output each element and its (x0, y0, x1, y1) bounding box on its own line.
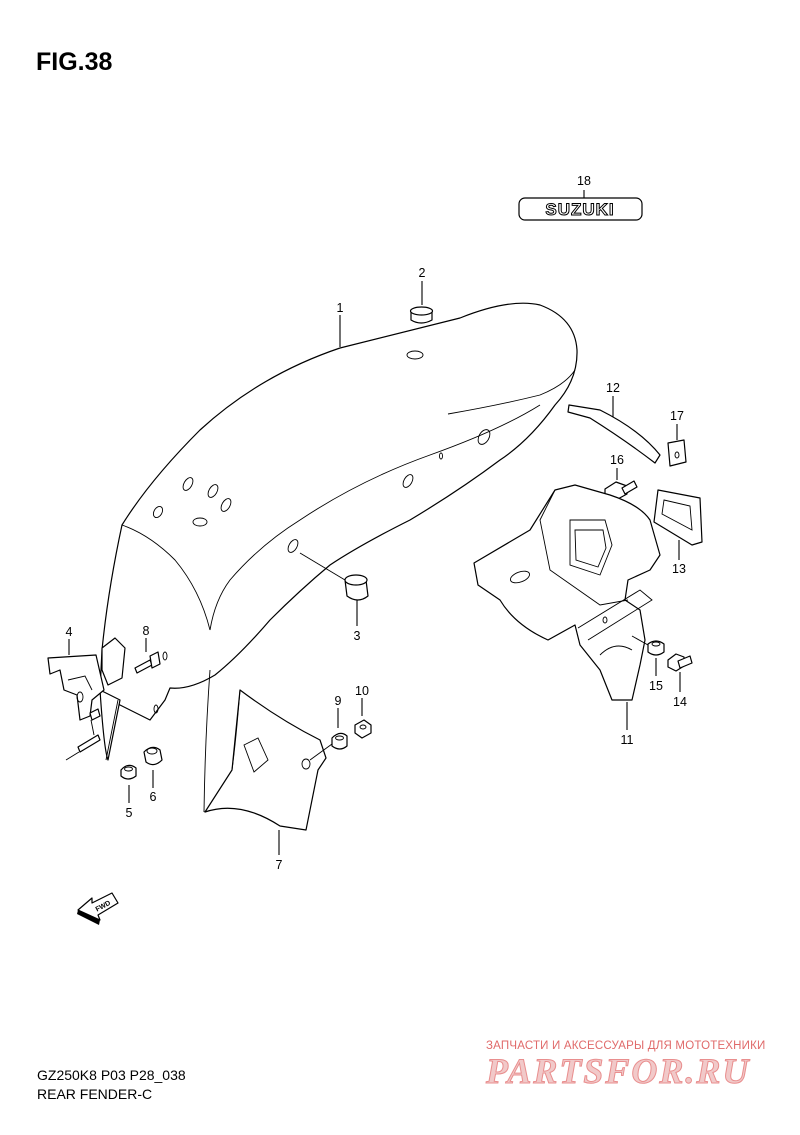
callout-10: 10 (355, 684, 369, 698)
watermark-tagline: ЗАПЧАСТИ И АКСЕССУАРЫ ДЛЯ МОТОТЕХНИКИ (486, 1040, 766, 1052)
callout-18: 18 (577, 174, 591, 188)
model-code: GZ250K8 P03 P28_038 (37, 1067, 186, 1083)
part-17-clip (667, 424, 687, 467)
callout-12: 12 (606, 381, 620, 395)
callout-14: 14 (673, 695, 687, 709)
callout-9: 9 (335, 694, 342, 708)
callout-17: 17 (670, 409, 684, 423)
part-3-rubber-grommet (299, 552, 369, 626)
callout-3: 3 (354, 629, 361, 643)
part-6-nut (143, 746, 163, 788)
part-18-emblem: SUZUKI (518, 190, 643, 221)
part-5-washer (120, 764, 137, 803)
callout-15: 15 (649, 679, 663, 693)
part-14-bolt (667, 653, 693, 692)
callout-6: 6 (150, 790, 157, 804)
callout-11: 11 (621, 733, 634, 747)
part-2-grommet (409, 281, 434, 324)
watermark-logo: PARTSFOR.RU (486, 1051, 751, 1092)
part-4-bracket (47, 639, 105, 761)
figure-title: FIG.38 (36, 48, 113, 76)
part-15-washer (631, 635, 665, 676)
callout-1: 1 (337, 301, 344, 315)
part-11-license-bracket (473, 484, 661, 730)
callout-13: 13 (672, 562, 686, 576)
footer: GZ250K8 P03 P28_038 REAR FENDER-C (37, 1066, 186, 1104)
callout-4: 4 (66, 625, 73, 639)
callout-16: 16 (610, 453, 624, 467)
group-name: REAR FENDER-C (37, 1086, 153, 1102)
callout-5: 5 (126, 806, 133, 820)
part-7-tail-plate (204, 689, 327, 855)
part-13-reflector (653, 489, 703, 560)
fwd-direction-arrow: FWD (77, 892, 119, 925)
part-12-seal-strip (567, 396, 661, 464)
suzuki-emblem-text: SUZUKI (545, 200, 614, 219)
part-9-washer (309, 708, 348, 761)
callout-7: 7 (276, 858, 283, 872)
part-8-screw (134, 638, 161, 674)
watermark: ЗАПЧАСТИ И АКСЕССУАРЫ ДЛЯ МОТОТЕХНИКИ PA… (486, 1040, 786, 1092)
part-1-rear-fender (99, 302, 578, 813)
callout-2: 2 (419, 266, 426, 280)
callout-8: 8 (143, 624, 150, 638)
part-10-nut (354, 698, 372, 739)
